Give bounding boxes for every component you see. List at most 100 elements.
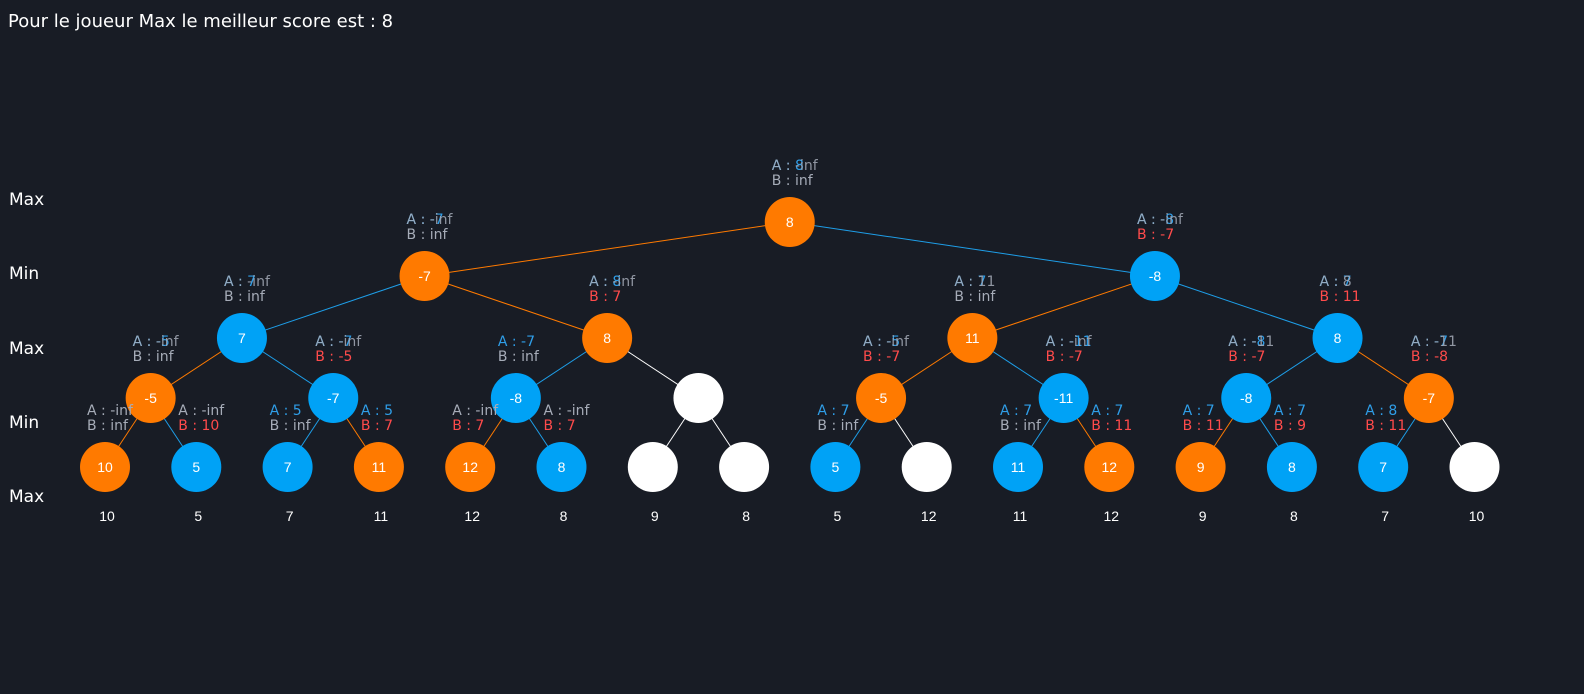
alpha-label: A : -inf [87, 403, 134, 419]
tree-node-n25: 11A : 7B : inf [993, 403, 1043, 492]
node-circle [125, 373, 176, 423]
node-circle [673, 373, 724, 423]
alpha-label: A : -7 [1411, 334, 1448, 350]
node-value: -11 [1054, 390, 1073, 406]
node-value: 10 [97, 459, 113, 475]
alpha-label: A : -inf [863, 334, 910, 350]
node-value: 8 [558, 459, 566, 475]
node-value: 5 [192, 459, 200, 475]
node-circle [1084, 442, 1135, 492]
beta-label: B : inf [407, 227, 449, 243]
node-value: -5 [144, 390, 157, 406]
node-value: 5 [832, 459, 840, 475]
node-circle [445, 442, 496, 492]
beta-label: B : 11 [1183, 418, 1224, 434]
node-value: 11 [372, 459, 387, 475]
leaf-score-6: 9 [651, 508, 659, 524]
alpha-label: A : 8 [772, 158, 804, 174]
beta-label: B : inf [954, 289, 996, 305]
alpha-label: A : -inf [1137, 212, 1184, 228]
node-value: 12 [1102, 459, 1118, 475]
tree-edge-4 [972, 275, 1156, 339]
node-circle [582, 313, 633, 363]
alpha-label: A : -5 [863, 334, 900, 350]
tree-node-n14: -7A : -7A : -11B : -8 [1403, 334, 1457, 423]
node-circle [399, 251, 450, 301]
tree-edge-0 [424, 221, 790, 277]
tree-edge-5 [1154, 275, 1338, 339]
alpha-label: A : 8 [1365, 403, 1397, 419]
node-circle [764, 197, 815, 247]
beta-label: B : inf [817, 418, 859, 434]
alpha-label: A : 5 [361, 403, 393, 419]
alpha-label: A : 8 [589, 274, 621, 290]
node-circle [1129, 251, 1180, 301]
alpha-label: A : -inf [133, 334, 180, 350]
node-value: -7 [1423, 390, 1436, 406]
node-value: 8 [786, 214, 794, 230]
beta-label: B : 7 [361, 418, 393, 434]
node-value: 12 [462, 459, 478, 475]
alpha-label: A : -8 [1228, 334, 1265, 350]
leaf-score-3: 11 [374, 508, 389, 524]
node-circle [1358, 442, 1409, 492]
node-circle [490, 373, 541, 423]
node-circle [171, 442, 222, 492]
beta-label: B : inf [1000, 418, 1042, 434]
alpha-label: A : -5 [133, 334, 170, 350]
beta-label: B : -7 [1228, 349, 1265, 365]
alpha-label: A : 7 [954, 274, 986, 290]
beta-label: B : -7 [1046, 349, 1083, 365]
alpha-label: A : 7 [1274, 403, 1306, 419]
node-value: 8 [1334, 330, 1342, 346]
node-circle [627, 442, 678, 492]
node-circle [1175, 442, 1226, 492]
beta-label: B : inf [270, 418, 312, 434]
level-label-3: Min [9, 413, 39, 433]
node-circle [993, 442, 1043, 492]
alpha-label: A : -8 [1137, 212, 1174, 228]
alpha-label: A : 7 [224, 274, 256, 290]
node-value: 9 [1197, 459, 1205, 475]
alpha-label: A : -inf [315, 334, 362, 350]
beta-label: B : 7 [589, 289, 621, 305]
node-circle [80, 442, 130, 492]
alpha-label: A : -inf [178, 403, 225, 419]
node-circle [1449, 442, 1500, 492]
leaf-score-9: 12 [921, 508, 937, 524]
level-label-2: Max [9, 339, 44, 359]
node-value: -8 [1149, 268, 1162, 284]
alpha-label: A : -11 [1046, 334, 1092, 350]
tree-node-n28: 8A : 7B : 9 [1266, 403, 1317, 492]
node-value: -8 [1240, 390, 1253, 406]
beta-label: B : inf [772, 173, 814, 189]
node-value: -5 [875, 390, 888, 406]
node-value: -7 [418, 268, 431, 284]
node-circle [947, 313, 998, 363]
level-label-4: Max [9, 487, 44, 507]
node-circle [1403, 373, 1454, 423]
leaf-score-13: 8 [1290, 508, 1298, 524]
alpha-label: A : 7 [1320, 274, 1352, 290]
alpha-label: A : 7 [817, 403, 849, 419]
beta-label: B : 9 [1274, 418, 1306, 434]
tree-node-n30 [1449, 442, 1500, 492]
node-circle [901, 442, 952, 492]
alpha-label: A : -inf [772, 158, 819, 174]
node-value: -7 [327, 390, 340, 406]
alpha-label: A : 11 [954, 274, 995, 290]
node-value: 11 [965, 330, 980, 346]
tree-node-n6: 8A : 7A : 8B : 11 [1312, 274, 1363, 363]
node-value: 8 [603, 330, 611, 346]
